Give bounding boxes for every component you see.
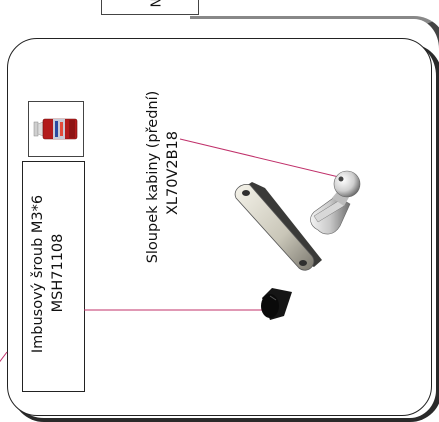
cabin-post-leader-line bbox=[180, 139, 343, 178]
plate-part bbox=[235, 182, 322, 270]
cabin-post-part bbox=[311, 171, 360, 234]
screw-part bbox=[261, 288, 292, 320]
screw-left-leader-line bbox=[0, 352, 7, 364]
